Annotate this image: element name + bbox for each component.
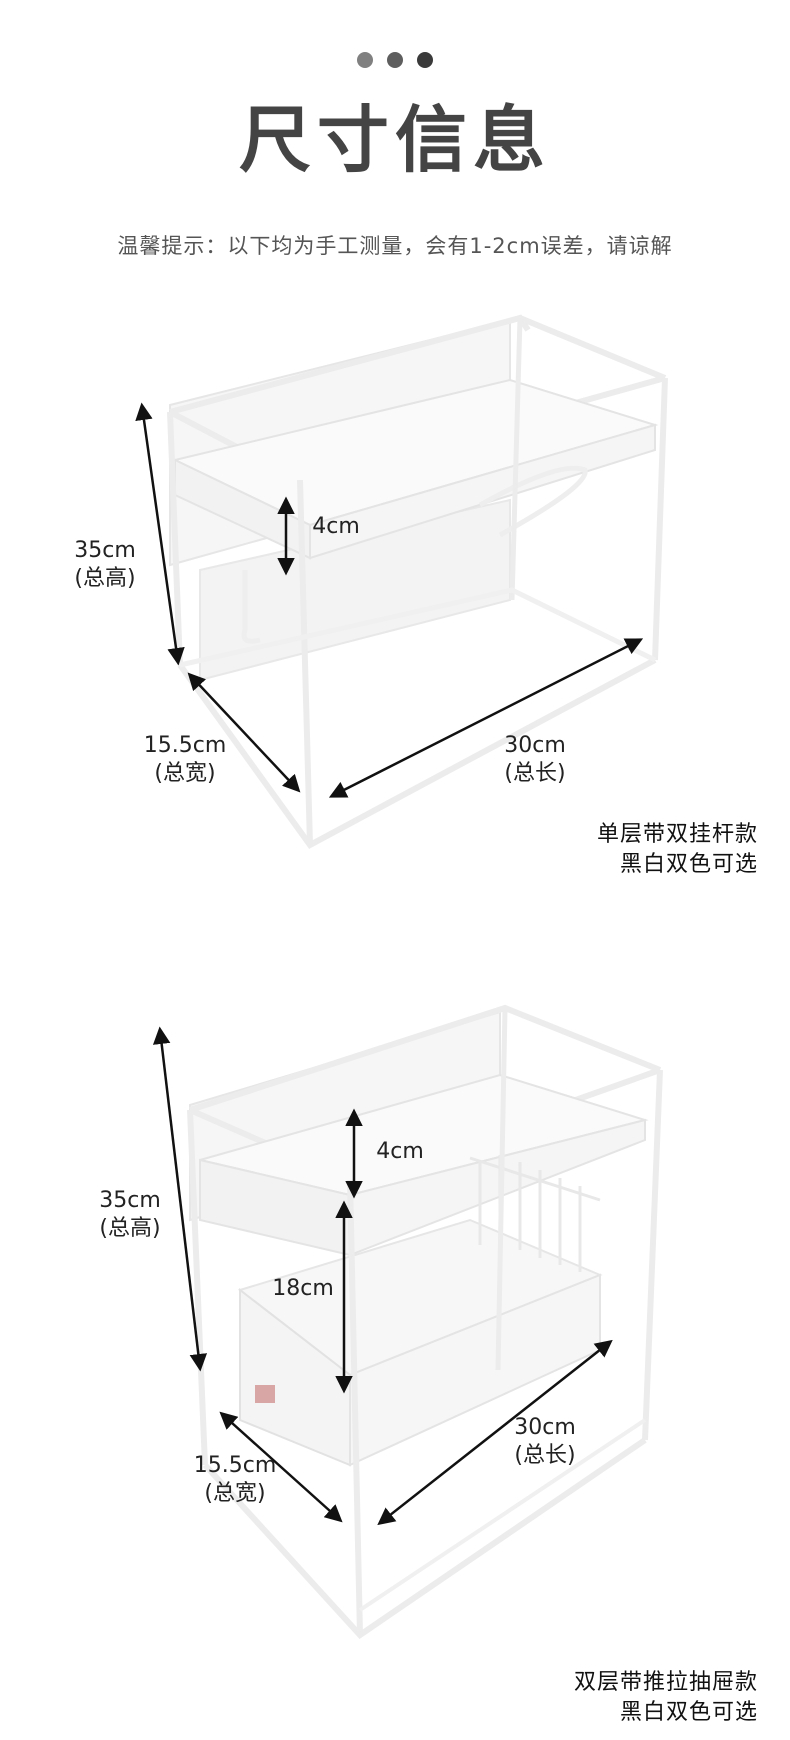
color-option: 黑白双色可选 xyxy=(619,1700,758,1725)
product-caption: 单层带双挂杆款 黑白双色可选 xyxy=(597,820,758,880)
dot-1 xyxy=(357,52,373,68)
shelf-lip-label: 4cm xyxy=(376,1139,424,1164)
product-single-tier: 35cm (总高) 4cm 15.5cm (总宽) 30cm (总长) 单层带双… xyxy=(0,300,790,900)
dot-2 xyxy=(387,52,403,68)
tier-gap-label: 18cm xyxy=(272,1276,334,1301)
product-caption: 双层带推拉抽屉款 黑白双色可选 xyxy=(574,1668,758,1728)
product-name: 单层带双挂杆款 xyxy=(596,822,758,847)
length-label: 30cm (总长) xyxy=(504,733,566,786)
height-arrow xyxy=(135,402,185,666)
page-title: 尺寸信息 xyxy=(238,98,551,182)
color-option: 黑白双色可选 xyxy=(619,852,758,877)
measurement-notice: 温馨提示：以下均为手工测量，会有1-2cm误差，请谅解 xyxy=(117,234,673,258)
single-tier-rack-illustration xyxy=(135,314,668,849)
length-arrow xyxy=(377,1339,613,1526)
width-arrow xyxy=(187,672,301,793)
dot-3 xyxy=(417,52,433,68)
height-arrow xyxy=(152,1026,208,1372)
width-label: 15.5cm (总宽) xyxy=(143,733,227,786)
width-arrow xyxy=(219,1411,343,1523)
double-tier-rack-illustration xyxy=(152,1004,663,1639)
product-name: 双层带推拉抽屉款 xyxy=(573,1670,758,1695)
length-arrow xyxy=(328,638,644,798)
shelf-lip-label: 4cm xyxy=(312,514,360,539)
length-label: 30cm (总长) xyxy=(514,1415,576,1468)
width-label: 15.5cm (总宽) xyxy=(193,1453,277,1506)
height-label: 35cm (总高) xyxy=(99,1188,161,1241)
pagination-dots xyxy=(0,52,790,68)
product-double-tier: 35cm (总高) 4cm 18cm 15.5cm (总宽) 30cm (总长)… xyxy=(0,990,790,1740)
drawer-label-sticker xyxy=(255,1385,275,1403)
height-label: 35cm (总高) xyxy=(74,538,136,591)
